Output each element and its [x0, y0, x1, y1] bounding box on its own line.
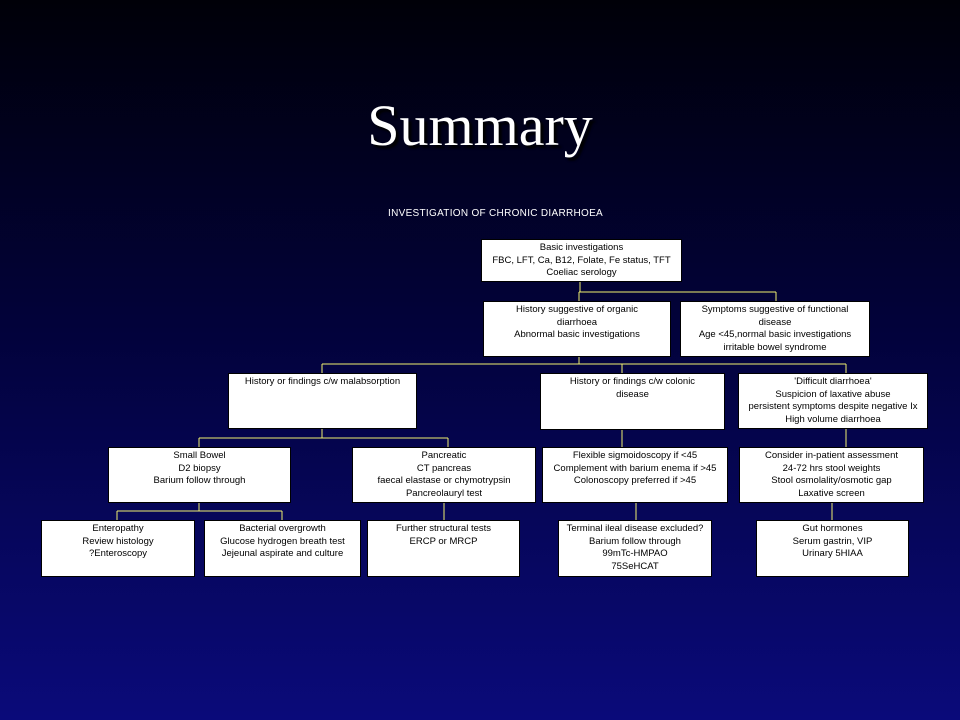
box-line: Laxative screen [798, 487, 865, 499]
box-line: irritable bowel syndrome [723, 341, 827, 353]
box-ileal-disease: Terminal ileal disease excluded? Barium … [558, 520, 712, 577]
box-bacterial-overgrowth: Bacterial overgrowth Glucose hydrogen br… [204, 520, 361, 577]
box-line: Jejeunal aspirate and culture [221, 548, 344, 559]
box-line: Age <45,normal basic investigations [698, 329, 852, 340]
box-line: persistent symptoms despite negative Ix [748, 401, 918, 412]
box-line: High volume diarrhoea [785, 413, 881, 425]
box-line: Pancreatic [421, 450, 467, 461]
box-line: D2 biopsy [178, 462, 221, 474]
box-line: Symptoms suggestive of functional [701, 304, 849, 315]
box-line: History suggestive of organic [516, 304, 638, 315]
box-line: 'Difficult diarrhoea' [794, 376, 872, 387]
box-line: Urinary 5HIAA [802, 548, 863, 559]
box-line: Coeliac serology [546, 267, 617, 278]
box-colonic-disease: History or findings c/w colonic disease [540, 373, 725, 430]
box-line: Further structural tests [395, 523, 492, 534]
box-line: diarrhoea [556, 316, 598, 328]
box-line: History or findings c/w colonic [569, 376, 696, 387]
box-line: Small Bowel [173, 450, 226, 461]
box-difficult-diarrhoea: 'Difficult diarrhoea' Suspicion of laxat… [738, 373, 928, 429]
box-line: CT pancreas [416, 462, 472, 474]
box-line: Suspicion of laxative abuse [775, 388, 891, 400]
box-line: Abnormal basic investigations [514, 329, 640, 340]
box-line: Flexible sigmoidoscopy if <45 [572, 450, 698, 461]
box-line: Barium follow through [589, 535, 681, 547]
box-small-bowel: Small Bowel D2 biopsy Barium follow thro… [108, 447, 291, 503]
box-line: History or findings c/w malabsorption [244, 376, 401, 387]
box-line: Enteropathy [92, 523, 144, 534]
box-line: Review histology [82, 535, 154, 547]
box-line: Barium follow through [153, 475, 246, 486]
box-line: faecal elastase or chymotrypsin [377, 475, 511, 486]
box-line: Gut hormones [802, 523, 863, 534]
box-line: 99mTc-HMPAO [602, 548, 668, 559]
flowchart-heading: INVESTIGATION OF CHRONIC DIARRHOEA [388, 208, 604, 219]
box-malabsorption: History or findings c/w malabsorption [228, 373, 417, 429]
box-gut-hormones: Gut hormones Serum gastrin, VIP Urinary … [756, 520, 909, 577]
box-line: ERCP or MRCP [409, 535, 478, 547]
box-pancreatic: Pancreatic CT pancreas faecal elastase o… [352, 447, 536, 503]
box-sigmoidoscopy: Flexible sigmoidoscopy if <45 Complement… [542, 447, 728, 503]
box-line: 24-72 hrs stool weights [782, 462, 881, 474]
box-functional-symptoms: Symptoms suggestive of functional diseas… [680, 301, 870, 357]
box-organic-history: History suggestive of organic diarrhoea … [483, 301, 671, 357]
box-line: 75SeHCAT [611, 560, 659, 572]
box-line: disease [758, 316, 792, 328]
slide-title: Summary [367, 93, 593, 158]
box-line: Bacterial overgrowth [239, 523, 326, 534]
box-line: FBC, LFT, Ca, B12, Folate, Fe status, TF… [492, 254, 671, 266]
box-line: Basic investigations [539, 242, 624, 253]
box-line: Glucose hydrogen breath test [220, 535, 345, 547]
box-line: Pancreolauryl test [405, 487, 483, 499]
box-line: ?Enteroscopy [88, 548, 148, 559]
box-line: disease [616, 388, 649, 400]
box-structural-tests: Further structural tests ERCP or MRCP [367, 520, 520, 577]
box-line: Colonoscopy preferred if >45 [573, 475, 697, 486]
box-basic-investigations: Basic investigations FBC, LFT, Ca, B12, … [481, 239, 682, 282]
box-line: Terminal ileal disease excluded? [566, 523, 704, 534]
box-inpatient-assessment: Consider in-patient assessment 24-72 hrs… [739, 447, 924, 503]
box-line: Stool osmolality/osmotic gap [771, 475, 892, 486]
box-line: Consider in-patient assessment [764, 450, 899, 461]
box-enteropathy: Enteropathy Review histology ?Enteroscop… [41, 520, 195, 577]
box-line: Complement with barium enema if >45 [553, 462, 717, 474]
box-line: Serum gastrin, VIP [792, 535, 873, 547]
